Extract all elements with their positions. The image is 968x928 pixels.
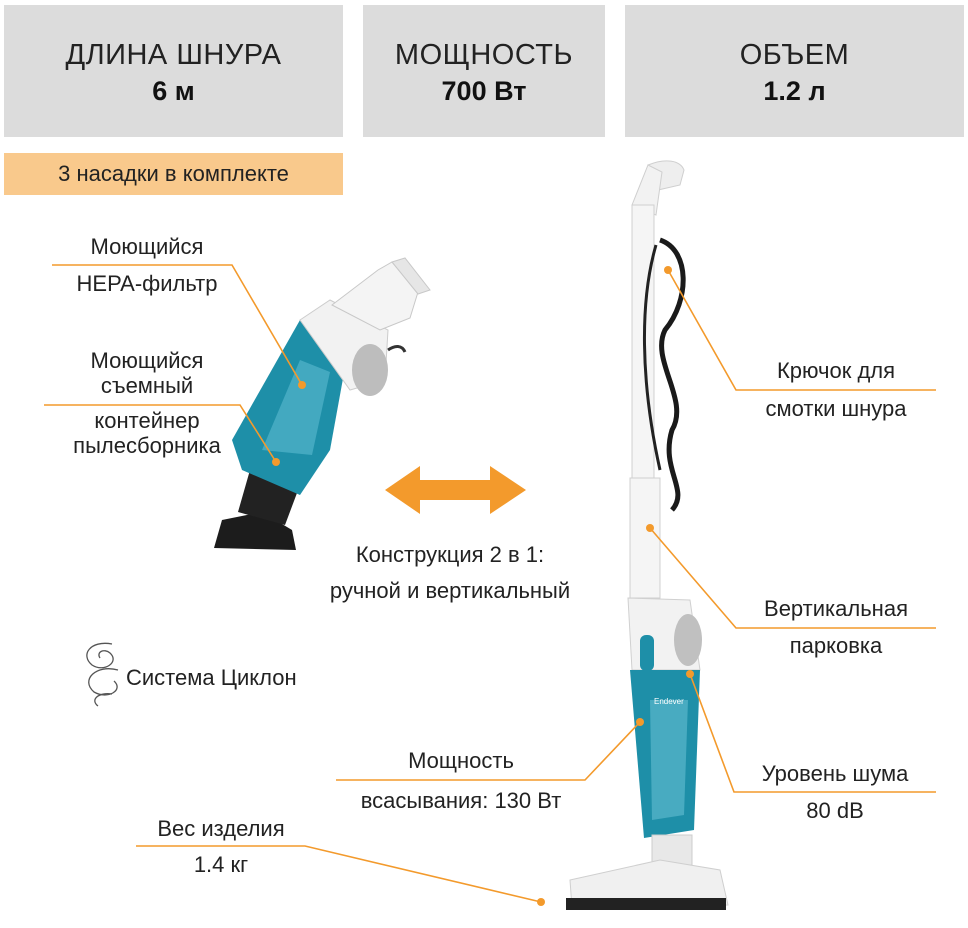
- cyclone-label: Система Циклон: [126, 665, 297, 690]
- weight-label-line1: Вес изделия: [157, 816, 285, 841]
- design-label-line2: ручной и вертикальный: [329, 578, 571, 603]
- container-label-line4: пылесборника: [73, 433, 221, 458]
- parking-label-line2: парковка: [789, 633, 883, 658]
- spec-label: МОЩНОСТЬ: [394, 39, 574, 71]
- container-label-line1: Моющийся: [90, 348, 204, 373]
- double-arrow-icon: [385, 466, 526, 514]
- spec-label: ОБЪЕМ: [739, 39, 850, 71]
- suction-label-line2: всасывания: 130 Вт: [360, 788, 562, 813]
- noise-label-line2: 80 dB: [806, 798, 864, 823]
- hepa-label-line2: HEPA-фильтр: [76, 271, 218, 296]
- hook-label-line2: смотки шнура: [765, 396, 907, 421]
- suction-label-line1: Мощность: [408, 748, 514, 773]
- hook-label-line1: Крючок для: [776, 358, 896, 383]
- spec-cord-length: ДЛИНА ШНУРА 6 м: [4, 5, 343, 137]
- parking-label-line1: Вертикальная: [764, 596, 908, 621]
- container-label-line3: контейнер: [94, 408, 200, 433]
- handheld-vacuum-image: [214, 257, 431, 550]
- cyclone-icon: [86, 642, 119, 707]
- stick-vacuum-image: Endever: [566, 160, 729, 910]
- spec-value: 6 м: [152, 76, 195, 106]
- noise-label-line1: Уровень шума: [761, 761, 909, 786]
- spec-label: ДЛИНА ШНУРА: [65, 39, 282, 71]
- accessories-badge: 3 насадки в комплекте: [4, 153, 343, 195]
- weight-label-line2: 1.4 кг: [193, 852, 249, 877]
- brand-logo: Endever: [654, 697, 684, 706]
- spec-value: 1.2 л: [763, 76, 826, 106]
- spec-power: МОЩНОСТЬ 700 Вт: [363, 5, 605, 137]
- spec-volume: ОБЪЕМ 1.2 л: [625, 5, 964, 137]
- container-label-line2: съемный: [100, 373, 194, 398]
- spec-value: 700 Вт: [441, 76, 527, 106]
- callout-lines: [44, 264, 936, 903]
- design-label-line1: Конструкция 2 в 1:: [355, 542, 545, 567]
- hepa-label-line1: Моющийся: [90, 234, 204, 259]
